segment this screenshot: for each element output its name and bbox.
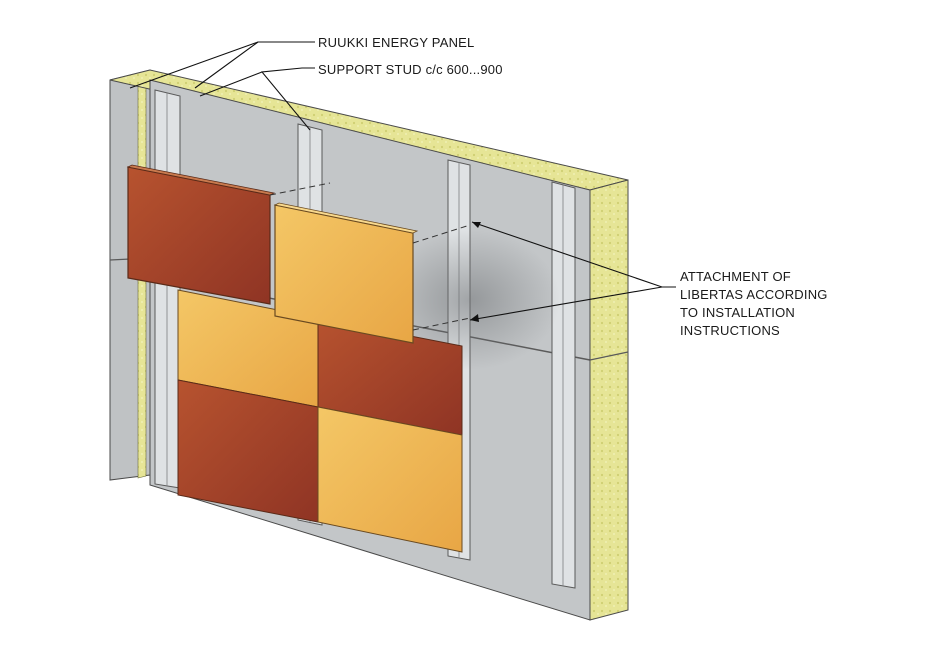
leader-attachment-2	[469, 286, 663, 321]
label-attachment-line-3: TO INSTALLATION	[680, 305, 795, 320]
label-support-stud: SUPPORT STUD c/c 600...900	[318, 62, 503, 77]
leader-energy-panel-1	[194, 41, 315, 89]
cladding-yellow-2	[317, 406, 463, 553]
leader-arrows	[470, 222, 481, 322]
label-attachment-line-4: INSTRUCTIONS	[680, 323, 780, 338]
attachment-guides	[269, 182, 471, 331]
stud-1	[154, 89, 181, 489]
cladding-shadow	[380, 230, 560, 370]
label-energy-panel: RUUKKI ENERGY PANEL	[318, 35, 475, 50]
leader-support-stud	[260, 67, 315, 131]
right-joint	[589, 351, 629, 361]
label-attachment-line-2: LIBERTAS ACCORDING	[680, 287, 828, 302]
wall-right-end	[589, 179, 629, 621]
leader-stud-2	[199, 71, 263, 97]
label-attachment: ATTACHMENT OF LIBERTAS ACCORDING TO INST…	[680, 268, 828, 340]
stud-4	[551, 181, 576, 589]
floating-yellow-edge	[273, 202, 419, 234]
floating-red-edge	[126, 164, 276, 196]
leader-energy-panel-2	[129, 41, 259, 89]
leader-lines	[129, 41, 676, 321]
label-attachment-line-1: ATTACHMENT OF	[680, 269, 791, 284]
